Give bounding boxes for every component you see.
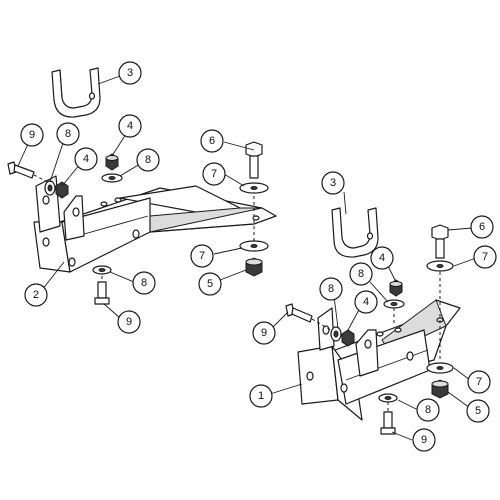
callout-8-right-upper: 8 xyxy=(349,262,373,286)
callout-4-right-tab: 4 xyxy=(354,290,378,314)
washer-8-left-lower xyxy=(92,265,112,275)
callout-6-right: 6 xyxy=(470,215,494,239)
svg-text:8: 8 xyxy=(425,404,431,416)
callout-8-right-lower: 8 xyxy=(416,398,440,422)
washer-8-right-upper xyxy=(383,299,405,324)
callout-6-left: 6 xyxy=(200,129,224,153)
svg-text:4: 4 xyxy=(379,252,385,264)
svg-text:3: 3 xyxy=(127,67,133,79)
callout-7-right-lower: 7 xyxy=(467,370,491,394)
bolt-6-left xyxy=(245,141,263,248)
svg-text:7: 7 xyxy=(211,168,217,180)
nut-4-right-tab xyxy=(341,329,355,347)
frame-bracket-left xyxy=(33,175,277,273)
bolt-9-right-horizontal xyxy=(285,303,335,333)
callout-8-left-mid: 8 xyxy=(136,148,160,172)
svg-text:4: 4 xyxy=(363,296,369,308)
svg-text:8: 8 xyxy=(328,283,334,295)
washer-7-right-upper xyxy=(426,260,454,272)
nut-5-left xyxy=(245,257,263,277)
u-bracket-top-left xyxy=(51,67,101,118)
svg-text:9: 9 xyxy=(126,316,132,328)
svg-text:8: 8 xyxy=(65,128,71,140)
svg-text:9: 9 xyxy=(261,327,267,339)
svg-text:7: 7 xyxy=(199,250,205,262)
nut-5-right xyxy=(431,379,449,399)
svg-text:1: 1 xyxy=(258,390,264,402)
washer-8-right-lower xyxy=(378,393,398,412)
callout-3-right: 3 xyxy=(321,171,345,195)
callout-7-left-lower: 7 xyxy=(190,244,214,268)
svg-text:6: 6 xyxy=(479,221,485,233)
svg-text:4: 4 xyxy=(83,153,89,165)
callout-9-right-lower: 9 xyxy=(412,428,436,452)
callout-5-left: 5 xyxy=(198,272,222,296)
callout-7-left-upper: 7 xyxy=(202,162,226,186)
svg-text:6: 6 xyxy=(209,135,215,147)
nut-4-right-upper xyxy=(389,279,403,297)
svg-text:8: 8 xyxy=(145,154,151,166)
svg-text:9: 9 xyxy=(421,434,427,446)
svg-text:7: 7 xyxy=(482,251,488,263)
frame-bracket-right xyxy=(297,299,461,421)
svg-text:8: 8 xyxy=(358,268,364,280)
callout-8-left-upper: 8 xyxy=(56,122,80,146)
callout-5-right: 5 xyxy=(466,399,490,423)
callout-7-right-upper: 7 xyxy=(473,245,497,269)
svg-text:4: 4 xyxy=(127,120,133,132)
callout-3-left: 3 xyxy=(118,61,142,85)
callout-9-left-lower: 9 xyxy=(117,310,141,334)
callouts: 3 9 8 4 4 8 6 7 7 5 8 2 9 3 6 7 8 4 8 4 … xyxy=(20,61,497,452)
callout-9-right-upper: 9 xyxy=(252,321,276,345)
bolt-left-horizontal xyxy=(7,161,57,187)
callout-4-left-tab: 4 xyxy=(74,147,98,171)
svg-text:8: 8 xyxy=(141,277,147,289)
svg-text:3: 3 xyxy=(330,177,336,189)
callout-8-right-tab: 8 xyxy=(319,277,343,301)
callout-2: 2 xyxy=(24,283,48,307)
callout-8-left-lower: 8 xyxy=(132,271,156,295)
washer-upper-middle xyxy=(101,173,123,183)
washer-8-right-tab xyxy=(330,326,342,342)
svg-text:5: 5 xyxy=(207,278,213,290)
callout-4-left-upper: 4 xyxy=(118,114,142,138)
washer-7-left-upper xyxy=(239,182,269,194)
u-bracket-right xyxy=(331,207,379,258)
bolt-9-right-lower xyxy=(380,411,396,435)
nut-upper-middle xyxy=(105,153,119,171)
callout-4-right-upper: 4 xyxy=(370,246,394,270)
callout-9-left-upper: 9 xyxy=(20,123,44,147)
svg-text:9: 9 xyxy=(29,129,35,141)
bolt-6-right xyxy=(431,224,449,362)
callout-1: 1 xyxy=(249,384,273,408)
svg-text:2: 2 xyxy=(33,289,39,301)
leader-lines xyxy=(17,75,477,441)
washer-7-right-lower xyxy=(426,362,454,374)
nut-left-upper xyxy=(55,181,69,199)
svg-text:5: 5 xyxy=(475,405,481,417)
svg-text:7: 7 xyxy=(476,376,482,388)
washer-left-upper xyxy=(44,180,56,196)
washer-7-left-lower xyxy=(239,240,269,252)
bolt-9-left-lower xyxy=(94,276,110,305)
